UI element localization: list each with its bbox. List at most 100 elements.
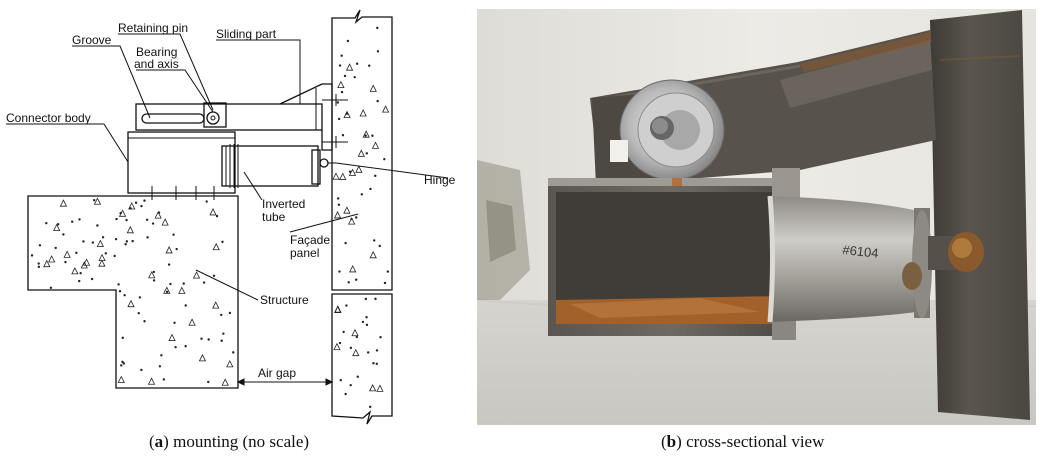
aggregate-dot	[78, 279, 81, 283]
aggregate-dot	[338, 64, 342, 67]
aggregate-triangle	[333, 342, 341, 351]
aggregate-dot	[101, 236, 105, 239]
aggregate-dot	[378, 244, 381, 248]
aggregate-dot	[228, 311, 232, 315]
aggregate-dot	[57, 223, 60, 226]
aggregate-dot	[120, 364, 123, 367]
label-tube: tube	[262, 210, 286, 224]
aggregate-dot	[143, 199, 146, 202]
aggregate-dot	[184, 304, 187, 307]
bearing-and-axis	[203, 102, 227, 128]
aggregate-dot	[379, 335, 382, 339]
aggregate-dot	[146, 236, 149, 239]
aggregate-dot	[212, 274, 216, 278]
aggregate-dot	[355, 62, 359, 65]
aggregate-dot	[122, 362, 126, 365]
aggregate-dot	[140, 204, 143, 208]
aggregate-dot	[115, 217, 118, 221]
aggregate-dot	[345, 304, 348, 307]
photo-inverted-tube: #6104	[767, 195, 932, 323]
aggregate-dot	[92, 198, 96, 202]
aggregate-triangle	[82, 258, 91, 266]
aggregate-dot	[78, 218, 81, 221]
aggregate-triangle	[212, 301, 220, 309]
aggregate-dot	[134, 201, 138, 204]
aggregate-dot	[124, 243, 127, 246]
aggregate-triangle	[376, 384, 384, 392]
aggregate-dot	[75, 251, 78, 255]
aggregate-dot	[79, 271, 82, 275]
aggregate-dot	[383, 281, 387, 285]
aggregate-dot	[91, 241, 95, 244]
label-groove: Groove	[72, 33, 112, 47]
aggregate-triangle	[337, 80, 345, 89]
aggregate-dot	[366, 351, 370, 354]
aggregate-triangle	[359, 109, 367, 117]
aggregate-triangle	[381, 105, 390, 113]
label-connector-body: Connector body	[6, 111, 91, 125]
aggregate-dot	[349, 346, 353, 350]
aggregate-dot	[184, 345, 187, 348]
aggregate-triangle	[351, 328, 359, 337]
aggregate-triangle	[212, 242, 220, 251]
aggregate-dot	[361, 320, 365, 324]
facade-panel-upper	[331, 9, 393, 291]
facade-anchors	[322, 94, 348, 148]
aggregate-dot	[152, 279, 156, 282]
label-sliding-part: Sliding part	[216, 27, 277, 41]
label-bearing: Bearing	[136, 45, 177, 59]
aggregate-triangle	[209, 208, 217, 216]
mounting-drawing: Retaining pin Groove Bearing and axis Sl…	[6, 9, 456, 425]
aggregate-dot	[143, 320, 146, 323]
aggregate-triangle	[93, 197, 102, 205]
aggregate-dot	[337, 203, 341, 206]
aggregate-triangle	[168, 333, 176, 341]
aggregate-dot	[175, 247, 178, 251]
aggregate-dot	[200, 337, 203, 340]
aggregate-triangle	[127, 299, 135, 308]
aggregate-triangle	[352, 348, 360, 357]
aggregate-dot	[360, 193, 364, 196]
aggregate-dot	[355, 278, 358, 281]
aggregate-triangle	[369, 250, 377, 259]
concrete-aggregate	[30, 26, 390, 409]
aggregate-dot	[342, 330, 345, 334]
aggregate-dot	[82, 240, 85, 243]
photo-bearing-wheel	[619, 79, 725, 181]
aggregate-dot	[376, 26, 379, 30]
aggregate-triangle	[343, 206, 351, 214]
aggregate-dot	[355, 216, 358, 219]
aggregate-triangle	[198, 354, 207, 362]
aggregate-dot	[371, 134, 374, 137]
label-panel: panel	[290, 246, 319, 260]
aggregate-triangle	[345, 63, 354, 71]
aggregate-triangle	[334, 305, 342, 313]
aggregate-triangle	[43, 259, 51, 268]
aggregate-dot	[348, 170, 352, 173]
aggregate-dot	[54, 246, 57, 250]
aggregate-dot	[369, 405, 372, 409]
label-structure: Structure	[260, 293, 309, 307]
photo-marking: #6104	[842, 242, 880, 261]
cross-section-photo: #6104	[477, 9, 1036, 425]
aggregate-triangle	[161, 218, 169, 226]
aggregate-dot	[37, 262, 40, 265]
aggregate-triangle	[369, 84, 377, 92]
label-hinge: Hinge	[424, 173, 456, 187]
aggregate-triangle	[59, 199, 68, 207]
aggregate-dot	[104, 252, 108, 255]
aggregate-dot	[221, 240, 224, 244]
aggregate-dot	[365, 152, 368, 155]
aggregate-dot	[138, 296, 142, 299]
aggregate-dot	[364, 134, 367, 137]
aggregate-dot	[62, 233, 65, 236]
aggregate-dot	[158, 365, 162, 368]
aggregate-triangle	[226, 359, 234, 368]
photo-left-object	[477, 160, 530, 300]
leader-lines	[6, 33, 449, 301]
inverted-tube	[221, 144, 321, 188]
aggregate-dot	[339, 378, 342, 382]
aggregate-dot	[343, 74, 347, 78]
connector-bolts	[151, 186, 215, 200]
aggregate-triangle	[165, 246, 173, 254]
